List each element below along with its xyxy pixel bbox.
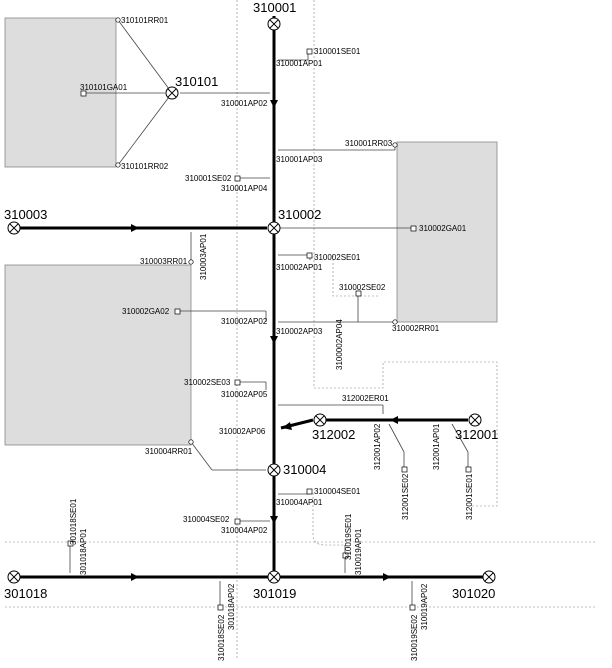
label-301018AP01: 301018AP01	[79, 528, 88, 575]
label-310002AP06: 310002AP06	[219, 427, 266, 436]
node-301019-label: 301019	[253, 586, 296, 601]
area-top-left	[4, 17, 117, 168]
label-310001SE02: 310001SE02	[185, 174, 232, 183]
label-310101RR02: 310101RR02	[121, 162, 169, 171]
area-mid-left	[4, 264, 192, 446]
label-310001RR03: 310001RR03	[345, 139, 393, 148]
label-312001SE01: 312001SE01	[465, 473, 474, 520]
label-310002AP05: 310002AP05	[221, 390, 268, 399]
label-310002SE02: 310002SE02	[339, 283, 386, 292]
node-310101-label: 310101	[175, 74, 218, 89]
label-310018SE02: 310018SE02	[217, 614, 226, 661]
node-312002-icon[interactable]	[313, 413, 327, 427]
arrow-down-1	[270, 100, 278, 108]
label-310001AP02: 310001AP02	[221, 99, 268, 108]
label-310002AP01: 310002AP01	[276, 263, 323, 272]
arrow-down-3	[270, 516, 278, 524]
node-301018-label: 301018	[4, 586, 47, 601]
arrow-right-3	[383, 573, 391, 581]
label-310001SE01: 310001SE01	[314, 47, 361, 56]
label-310001AP01: 310001AP01	[276, 59, 323, 68]
label-310002RR01: 310002RR01	[392, 324, 440, 333]
node-310001-label: 310001	[253, 0, 296, 15]
arrow-down-2	[270, 336, 278, 344]
node-312001-icon[interactable]	[468, 413, 482, 427]
label-310001AP04: 310001AP04	[221, 184, 268, 193]
node-310003-icon[interactable]	[7, 221, 21, 235]
label-312001SE02: 312001SE02	[401, 473, 410, 520]
node-310002-label: 310002	[278, 207, 321, 222]
label-310003AP01: 310003AP01	[199, 233, 208, 280]
label-310002GA01: 310002GA01	[419, 224, 467, 233]
label-310001AP03: 310001AP03	[276, 155, 323, 164]
label-310002GA02: 310002GA02	[122, 307, 170, 316]
guide-se02	[332, 255, 380, 297]
node-310003-label: 310003	[4, 207, 47, 222]
arrow-left-2	[282, 422, 292, 430]
node-310101-icon[interactable]	[165, 86, 179, 100]
label-312001AP01: 312001AP01	[432, 423, 441, 470]
label-310002AP03: 310002AP03	[276, 327, 323, 336]
label-310004SE01: 310004SE01	[314, 487, 361, 496]
label-310004SE02: 310004SE02	[183, 515, 230, 524]
label-310004RR01: 310004RR01	[145, 447, 193, 456]
node-310004-icon[interactable]	[267, 463, 281, 477]
node-310001-icon[interactable]	[267, 17, 281, 31]
label-312002ER01: 312002ER01	[342, 394, 389, 403]
label-3100002AP04: 3100002AP04	[335, 319, 344, 370]
label-310002AP02: 310002AP02	[221, 317, 268, 326]
connectors	[69, 19, 469, 608]
label-310019SE02: 310019SE02	[410, 614, 419, 661]
node-301020-icon[interactable]	[482, 570, 496, 584]
label-310019SE01: 310019SE01	[344, 513, 353, 560]
component-markers	[67, 17, 472, 611]
node-312001-label: 312001	[455, 427, 498, 442]
label-310019AP01: 310019AP01	[354, 528, 363, 575]
label-310101GA01: 310101GA01	[80, 83, 128, 92]
label-310002SE01: 310002SE01	[314, 253, 361, 262]
node-310002-icon[interactable]	[267, 221, 281, 235]
label-310003RR01: 310003RR01	[140, 257, 188, 266]
node-310004-label: 310004	[283, 462, 326, 477]
label-312001AP02: 312001AP02	[373, 423, 382, 470]
arrow-left-1	[390, 416, 398, 424]
label-310004AP02: 310004AP02	[221, 526, 268, 535]
label-310004AP01: 310004AP01	[276, 498, 323, 507]
guide-box-312	[314, 361, 498, 507]
label-310002SE03: 310002SE03	[184, 378, 231, 387]
node-301019-icon[interactable]	[267, 570, 281, 584]
node-301020-label: 301020	[452, 586, 495, 601]
node-301018-icon[interactable]	[7, 570, 21, 584]
label-310019AP02: 310019AP02	[420, 583, 429, 630]
arrow-right-2	[131, 573, 139, 581]
node-312002-label: 312002	[312, 427, 355, 442]
label-301018SE01: 301018SE01	[69, 498, 78, 545]
label-301018AP02: 301018AP02	[227, 583, 236, 630]
area-right	[396, 141, 498, 323]
arrow-right-1	[131, 224, 139, 232]
label-310101RR01: 310101RR01	[121, 16, 169, 25]
